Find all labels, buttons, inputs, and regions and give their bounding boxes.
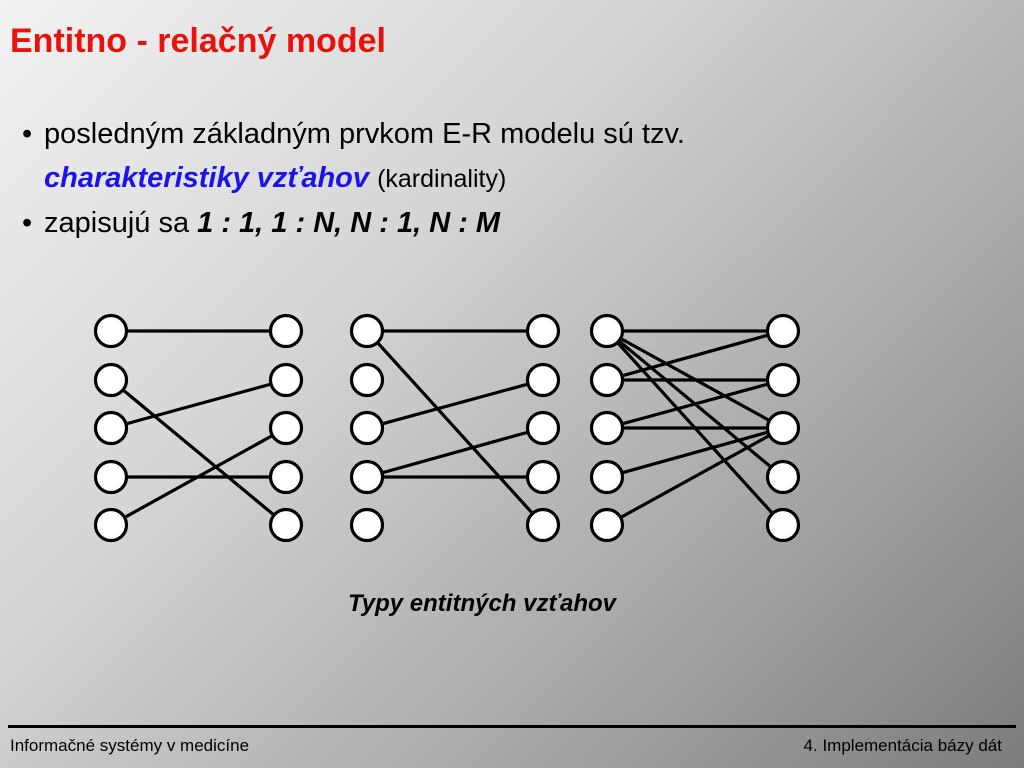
left-entity-node bbox=[93, 362, 129, 398]
bullet-item-2: • zapisujú sa 1 : 1, 1 : N, N : 1, N : M bbox=[22, 201, 982, 245]
left-entity-node bbox=[349, 507, 385, 543]
diagram-2 bbox=[349, 313, 561, 543]
relationship-link bbox=[606, 329, 784, 382]
right-entity-node bbox=[268, 507, 304, 543]
relationship-link bbox=[606, 426, 784, 527]
bullet-2-cardinalities: 1 : 1, 1 : N, N : 1, N : M bbox=[197, 207, 501, 239]
bullet-item-1: • posledným základným prvkom E-R modelu … bbox=[22, 112, 982, 201]
left-entity-node bbox=[93, 507, 129, 543]
relationship-link bbox=[366, 426, 544, 479]
right-entity-node bbox=[525, 362, 561, 398]
left-entity-node bbox=[589, 313, 625, 349]
relationship-link bbox=[110, 378, 287, 430]
bullet-dot: • bbox=[22, 118, 33, 150]
left-entity-node bbox=[589, 410, 625, 446]
right-entity-node bbox=[268, 362, 304, 398]
relationship-link bbox=[606, 378, 784, 430]
left-entity-node bbox=[349, 313, 385, 349]
diagram-1 bbox=[93, 313, 304, 543]
right-entity-node bbox=[765, 410, 801, 446]
left-entity-node bbox=[93, 459, 129, 495]
relationship-link bbox=[365, 329, 545, 527]
right-entity-node bbox=[268, 410, 304, 446]
slide-title: Entitno - relačný model bbox=[10, 22, 386, 60]
footer-course-title: Informačné systémy v medicíne bbox=[10, 736, 250, 755]
right-entity-node bbox=[765, 507, 801, 543]
right-entity-node bbox=[268, 459, 304, 495]
left-entity-node bbox=[589, 459, 625, 495]
bullet-1-keyword: charakteristiky vzťahov bbox=[44, 162, 370, 194]
right-entity-node bbox=[525, 459, 561, 495]
right-entity-node bbox=[525, 507, 561, 543]
bullet-2-text: zapisujú sa bbox=[44, 207, 190, 239]
right-entity-node bbox=[525, 313, 561, 349]
right-entity-node bbox=[765, 459, 801, 495]
right-entity-node bbox=[268, 313, 304, 349]
relationship-link bbox=[109, 378, 288, 527]
footer-divider bbox=[8, 725, 1016, 728]
relationship-link bbox=[606, 426, 784, 479]
footer-chapter-title: 4. Implementácia bázy dát bbox=[803, 736, 1002, 755]
relationship-link bbox=[366, 378, 544, 430]
bullet-1-note: (kardinality) bbox=[377, 165, 507, 193]
relationship-link bbox=[110, 426, 287, 527]
left-entity-node bbox=[589, 362, 625, 398]
left-entity-node bbox=[349, 362, 385, 398]
bullet-list: • posledným základným prvkom E-R modelu … bbox=[22, 112, 982, 245]
right-entity-node bbox=[765, 313, 801, 349]
right-entity-node bbox=[525, 410, 561, 446]
diagram-3 bbox=[589, 313, 801, 543]
left-entity-node bbox=[349, 459, 385, 495]
left-entity-node bbox=[589, 507, 625, 543]
diagram-caption: Typy entitných vzťahov bbox=[348, 590, 616, 617]
left-entity-node bbox=[93, 410, 129, 446]
right-entity-node bbox=[765, 362, 801, 398]
left-entity-node bbox=[93, 313, 129, 349]
left-entity-node bbox=[349, 410, 385, 446]
bullet-1-text: posledným základným prvkom E-R modelu sú… bbox=[44, 118, 685, 150]
bullet-dot: • bbox=[22, 207, 33, 239]
